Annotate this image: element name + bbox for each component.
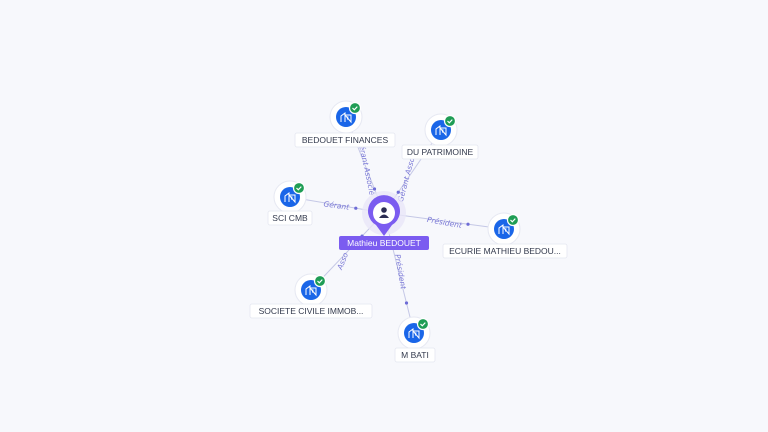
company-label: DU PATRIMOINE	[407, 147, 474, 157]
relation-label-societe-civile-immob: Asso	[335, 251, 350, 272]
verified-check-icon	[313, 274, 327, 288]
company-label-bg	[401, 144, 479, 160]
company-label: SOCIETE CIVILE IMMOB...	[259, 306, 364, 316]
center-person-node[interactable]: Mathieu BEDOUET	[339, 191, 429, 250]
verified-check-icon	[348, 101, 362, 115]
company-label: M BATI	[401, 350, 429, 360]
relation-label-m-bati: Président	[393, 253, 408, 290]
relation-label-ecurie-mathieu-bedouet: Président	[426, 215, 463, 230]
person-body	[379, 214, 389, 218]
check-glyph	[317, 279, 323, 284]
company-label-bg	[267, 210, 313, 226]
company-node-m-bati[interactable]: M BATI	[394, 316, 436, 363]
verified-check-icon	[506, 213, 520, 227]
company-node-sci-cmb[interactable]: SCI CMB	[267, 180, 313, 226]
company-label-bg	[394, 347, 436, 363]
company-label: ECURIE MATHIEU BEDOU...	[449, 246, 561, 256]
edge-arrow-icon	[404, 301, 409, 305]
company-label-bg	[442, 243, 568, 259]
verified-check-icon	[416, 317, 430, 331]
building-glyph	[305, 285, 317, 297]
company-node-bedouet-finances[interactable]: BEDOUET FINANCES	[294, 100, 396, 148]
building-glyph	[498, 224, 510, 236]
verified-check-icon	[292, 181, 306, 195]
center-label-bg	[339, 236, 429, 250]
company-label: BEDOUET FINANCES	[302, 135, 389, 145]
company-label-bg	[249, 303, 373, 319]
edge-arrow-icon	[372, 187, 377, 191]
center-label: Mathieu BEDOUET	[347, 238, 421, 248]
check-glyph	[447, 119, 453, 124]
edge-arrow-icon	[466, 222, 470, 226]
company-label: SCI CMB	[272, 213, 308, 223]
check-glyph	[420, 322, 426, 327]
building-glyph	[435, 125, 447, 137]
edge-arrow-icon	[396, 190, 400, 194]
center-node-layer: Mathieu BEDOUET	[339, 191, 429, 250]
relation-label-bedouet-finances: Gérant Associé	[356, 139, 377, 197]
person-icon-bg	[373, 202, 395, 224]
building-glyph	[408, 328, 420, 340]
edge-arrow-icon	[354, 206, 358, 210]
check-glyph	[352, 106, 358, 111]
check-glyph	[510, 218, 516, 223]
check-glyph	[296, 186, 302, 191]
relation-label-sci-cmb: Gérant	[323, 199, 351, 212]
building-glyph	[340, 112, 352, 124]
company-node-ecurie-mathieu-bedouet[interactable]: ECURIE MATHIEU BEDOU...	[442, 212, 568, 259]
company-node-societe-civile-immob[interactable]: SOCIETE CIVILE IMMOB...	[249, 273, 373, 319]
company-node-du-patrimoine[interactable]: DU PATRIMOINE	[401, 113, 479, 160]
person-icon	[381, 207, 387, 213]
company-label-bg	[294, 132, 396, 148]
verified-check-icon	[443, 114, 457, 128]
nodes-layer: BEDOUET FINANCES DU PATRIMOINE SCI CMB ECUR…	[249, 100, 568, 363]
building-glyph	[284, 192, 296, 204]
